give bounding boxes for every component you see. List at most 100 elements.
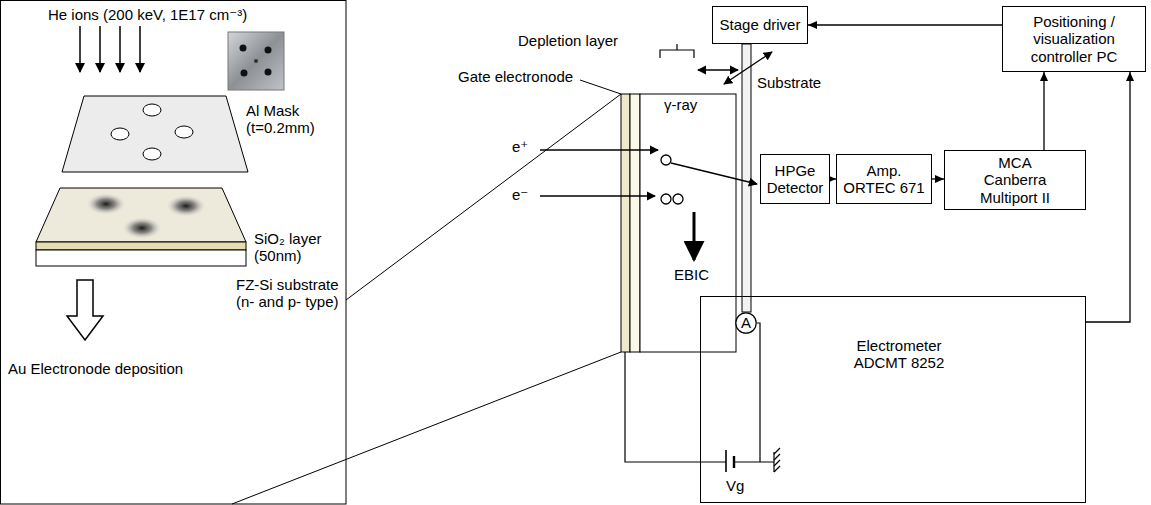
substrate-stack [86, 193, 126, 215]
substrate-stack [36, 188, 246, 242]
ion-beam-arrows [79, 26, 81, 72]
circuit-wires [625, 352, 726, 462]
arrow-head [808, 21, 817, 29]
electrometer-box: Electrometer ADCMT 8252 A [700, 296, 1086, 503]
signal-connector [808, 21, 1002, 29]
ion-beam-arrows [119, 26, 121, 72]
sample-block [640, 94, 736, 352]
al-mask [111, 128, 129, 140]
depletion-bracket [660, 44, 694, 58]
arrow-head [935, 175, 944, 183]
panel-frame [1, 1, 347, 505]
beam-arrows [673, 194, 683, 204]
gate-electrode [630, 94, 640, 352]
circuit-wires [733, 456, 735, 468]
substrate-stack [36, 242, 246, 250]
amplifier-box: Amp. ORTEC 671 [836, 154, 932, 204]
mca-box: MCA Canberra Multiport II [944, 150, 1086, 210]
part-name: Substrate [757, 74, 821, 91]
circuit-wires [734, 461, 774, 462]
part-note: (n- and p- type) [236, 293, 339, 310]
particle-label: e⁺ [512, 138, 528, 155]
arrow-head [1040, 72, 1048, 81]
beam-spec: He ions (200 keV, 1E17 cm⁻³) [48, 6, 247, 23]
hollow-arrow [67, 280, 103, 340]
connector-line [1043, 72, 1044, 150]
substrate-stack [122, 217, 162, 239]
circuit-wires [773, 452, 774, 472]
ammeter-symbol: A [735, 312, 757, 334]
dimension: (50nm) [254, 247, 302, 264]
ion-beam-arrows [139, 26, 141, 72]
substrate-holder [742, 44, 751, 312]
mask-photo [240, 45, 247, 52]
substrate-stack [36, 250, 246, 266]
mask-photo [265, 69, 272, 76]
signal-connector [1086, 72, 1134, 322]
beam-arrows [540, 195, 655, 196]
ammeter-circle [736, 313, 756, 333]
arrow-head [1126, 72, 1134, 81]
signal-connector [932, 175, 944, 183]
mask-photo [241, 70, 248, 77]
ebic-arrow [693, 212, 696, 260]
beam-arrows [540, 149, 658, 150]
beam-arrows [661, 194, 671, 204]
circuit-wires [774, 454, 780, 460]
signal-name: EBIC [674, 266, 709, 283]
box-label: MCA Canberra Multiport II [969, 154, 1061, 206]
ion-beam-arrows [80, 26, 140, 72]
gate-electrode [621, 94, 630, 352]
hollow-arrow [67, 280, 103, 340]
instrument-box: Stage driver [712, 6, 808, 44]
beam-arrows [661, 155, 671, 165]
gate-electrode [621, 94, 640, 352]
box-label: Positioning / visualization controller P… [1018, 13, 1130, 65]
circuit-wires [774, 448, 780, 454]
part-name: FZ-Si substrate [236, 276, 339, 293]
zoom-lines [232, 352, 621, 504]
meter-letter: A [741, 314, 751, 331]
substrate-stack [36, 188, 246, 266]
particle-label: e⁻ [512, 186, 528, 203]
region-name: Depletion layer [518, 32, 618, 49]
stage-motion-arrows [698, 69, 738, 70]
mask-photo [254, 59, 258, 63]
al-mask [143, 148, 161, 160]
connector-line [808, 24, 1002, 25]
al-mask [62, 96, 248, 172]
leader-line [580, 80, 621, 94]
circuit-wires [725, 450, 727, 472]
mask-photo [228, 32, 284, 90]
ebic-arrow [693, 212, 696, 260]
layer-name: SiO₂ layer [254, 230, 322, 247]
al-mask [143, 104, 161, 116]
ion-beam-arrows [99, 26, 101, 72]
mask-photo [265, 47, 272, 54]
zoom-lines [346, 94, 621, 300]
depletion-bracket [660, 44, 694, 58]
signal-connector [1040, 72, 1048, 150]
leader-line [580, 80, 621, 94]
box-label: Stage driver [720, 16, 801, 33]
box-label: HPGe Detector [764, 162, 826, 197]
sample-block [640, 94, 736, 352]
circuit-wires [774, 466, 780, 472]
part-name: Gate electronode [458, 68, 573, 85]
process-note: Au Electronode deposition [8, 360, 183, 377]
circuit-wires [625, 323, 780, 472]
part-name: Al Mask [246, 102, 299, 119]
box-label: Amp. ORTEC 671 [840, 162, 928, 197]
substrate-holder [742, 44, 751, 312]
dimension: (t=0.2mm) [246, 119, 315, 136]
beam-arrows [540, 150, 757, 204]
controller-box: Positioning / visualization controller P… [1002, 6, 1146, 72]
connector-line [1086, 72, 1130, 322]
box-label: Electrometer ADCMT 8252 [847, 337, 951, 372]
beam-arrows [671, 163, 757, 184]
detector-box: HPGe Detector [760, 154, 830, 204]
panel-frame [1, 1, 347, 505]
